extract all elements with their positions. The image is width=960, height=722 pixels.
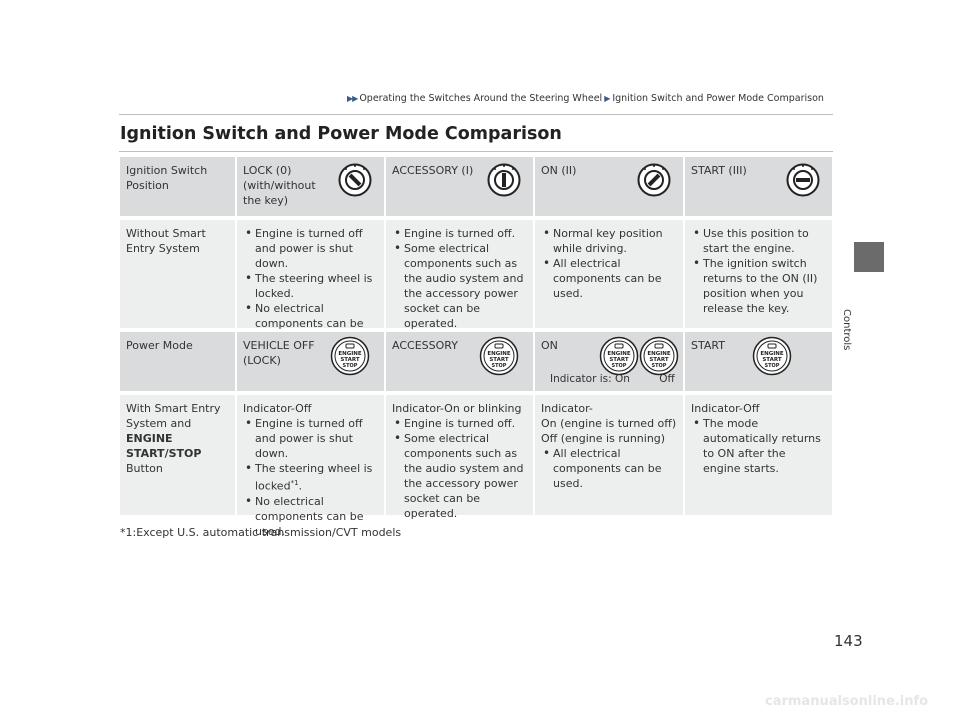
accessory-mode-header: ACCESSORY ENGINE START STOP	[386, 332, 533, 391]
button-text-start: START	[762, 357, 782, 363]
button-text-start: START	[649, 357, 669, 363]
without-smart-entry-label: Without Smart Entry System	[120, 220, 235, 328]
with-smart-entry-on: Indicator- On (engine is turned off) Off…	[535, 395, 683, 515]
engine-start-stop-button-off-icon: ENGINE START STOP	[330, 336, 370, 376]
list-item: No electrical components can be used.	[243, 494, 378, 539]
button-text-engine: ENGINE	[607, 351, 631, 357]
engine-start-stop-button-icon: ENGINE START STOP	[752, 336, 792, 376]
button-text-start: START	[489, 357, 509, 363]
key-accessory-position-icon	[487, 163, 521, 197]
with-smart-entry-accessory: Indicator-On or blinking Engine is turne…	[386, 395, 533, 520]
with-smart-entry-lock: Indicator-Off Engine is turned off and p…	[237, 395, 384, 538]
list-item: The mode automatically returns to ON aft…	[691, 416, 826, 476]
list-item: Some electrical components such as the a…	[392, 431, 527, 521]
engine-start-stop-button-icon: ENGINE START STOP	[479, 336, 519, 376]
list-item: Engine is turned off and power is shut d…	[243, 416, 378, 461]
on-header-label: ON (II)	[541, 164, 577, 177]
arrow-icon: ▶	[604, 94, 611, 103]
with-smart-entry-start: Indicator-Off The mode automatically ret…	[685, 395, 832, 515]
button-text-stop: STOP	[765, 363, 780, 369]
key-start-position-icon	[786, 163, 820, 197]
button-text-stop: STOP	[652, 363, 667, 369]
section-tab-label: Controls	[841, 309, 852, 351]
button-text-start: START	[340, 357, 360, 363]
button-text-stop: STOP	[343, 363, 358, 369]
list-item: Engine is turned off and power is shut d…	[243, 226, 378, 271]
list-item-text: The steering wheel is locked	[255, 462, 373, 493]
lock-header-label: LOCK (0) (with/without the key)	[243, 164, 316, 207]
key-on-position-icon	[637, 163, 671, 197]
button-text-engine: ENGINE	[487, 351, 511, 357]
list-item: The ignition switch returns to the ON (I…	[691, 256, 826, 316]
list-item: Use this position to start the engine.	[691, 226, 826, 256]
engine-start-stop-button-on-icon: ENGINE START STOP	[599, 336, 639, 376]
indicator-legend: Indicator is: On Off	[550, 372, 675, 387]
list-item-period: .	[298, 479, 303, 493]
accessory-mode-header-label: ACCESSORY	[392, 339, 458, 352]
indicator-title: Indicator-Off	[243, 402, 312, 415]
button-text-engine: ENGINE	[760, 351, 784, 357]
indicator-on-label: Indicator is: On	[550, 373, 630, 385]
footnote: *1:Except U.S. automatic transmission/CV…	[120, 526, 402, 539]
without-smart-entry-on: Normal key position while driving. All e…	[535, 220, 683, 328]
button-text-start: START	[609, 357, 629, 363]
vehicle-off-header-label: VEHICLE OFF (LOCK)	[243, 339, 315, 367]
without-smart-entry-lock: Engine is turned off and power is shut d…	[237, 220, 384, 345]
row-label-suffix: Button	[126, 462, 163, 475]
list-item: The steering wheel is locked.	[243, 271, 378, 301]
start-header: START (III)	[685, 157, 832, 216]
list-item: Engine is turned off.	[392, 226, 527, 241]
button-text-engine: ENGINE	[338, 351, 362, 357]
on-mode-header-label: ON	[541, 339, 558, 352]
button-text-stop: STOP	[612, 363, 627, 369]
vehicle-off-header: VEHICLE OFF (LOCK) ENGINE START STOP	[237, 332, 384, 391]
key-lock-position-icon	[338, 163, 372, 197]
start-header-label: START (III)	[691, 164, 747, 177]
lock-header: LOCK (0) (with/without the key)	[237, 157, 384, 216]
comparison-table: Ignition Switch Position LOCK (0) (with/…	[120, 157, 832, 538]
title-rule	[119, 151, 833, 152]
double-arrow-icon: ▶▶	[347, 94, 358, 103]
header-rule	[119, 114, 833, 115]
accessory-header-label: ACCESSORY (I)	[392, 164, 474, 177]
indicator-off-label: Off	[659, 373, 675, 385]
button-text-engine: ENGINE	[647, 351, 671, 357]
indicator-title: Indicator- On (engine is turned off) Off…	[541, 402, 677, 445]
breadcrumb-item-2[interactable]: Ignition Switch and Power Mode Compariso…	[612, 93, 824, 104]
engine-start-stop-button-off-icon: ENGINE START STOP	[639, 336, 679, 376]
start-mode-header: START ENGINE START STOP	[685, 332, 832, 391]
on-header: ON (II)	[535, 157, 683, 216]
list-item: All electrical components can be used.	[541, 256, 677, 301]
on-mode-header: ON ENGINE START STOP ENGINE START STOP I…	[535, 332, 683, 391]
list-item: The steering wheel is locked*1.	[243, 461, 378, 494]
breadcrumb-item-1[interactable]: Operating the Switches Around the Steeri…	[359, 93, 603, 104]
row-label-prefix: With Smart Entry System and	[126, 402, 221, 430]
without-smart-entry-accessory: Engine is turned off. Some electrical co…	[386, 220, 533, 331]
footnote-mark: *1	[290, 479, 299, 487]
ignition-header-label: Ignition Switch Position	[120, 157, 235, 216]
list-item: Engine is turned off.	[392, 416, 527, 431]
watermark: carmanualsonline.info	[765, 694, 929, 709]
list-item: Some electrical components such as the a…	[392, 241, 527, 331]
accessory-header: ACCESSORY (I)	[386, 157, 533, 216]
without-smart-entry-start: Use this position to start the engine. T…	[685, 220, 832, 328]
list-item: All electrical components can be used.	[541, 446, 677, 491]
list-item: Normal key position while driving.	[541, 226, 677, 256]
breadcrumb: ▶▶ Operating the Switches Around the Ste…	[347, 93, 824, 104]
section-tab-marker	[854, 242, 884, 272]
page-title: Ignition Switch and Power Mode Compariso…	[120, 124, 562, 144]
indicator-title: Indicator-On or blinking	[392, 402, 522, 415]
indicator-title: Indicator-Off	[691, 402, 760, 415]
button-text-stop: STOP	[492, 363, 507, 369]
power-mode-header-label: Power Mode	[120, 332, 235, 391]
start-mode-header-label: START	[691, 339, 725, 352]
row-label-bold: ENGINE START/STOP	[126, 432, 202, 460]
page-number: 143	[834, 632, 863, 650]
with-smart-entry-label: With Smart Entry System and ENGINE START…	[120, 395, 235, 515]
